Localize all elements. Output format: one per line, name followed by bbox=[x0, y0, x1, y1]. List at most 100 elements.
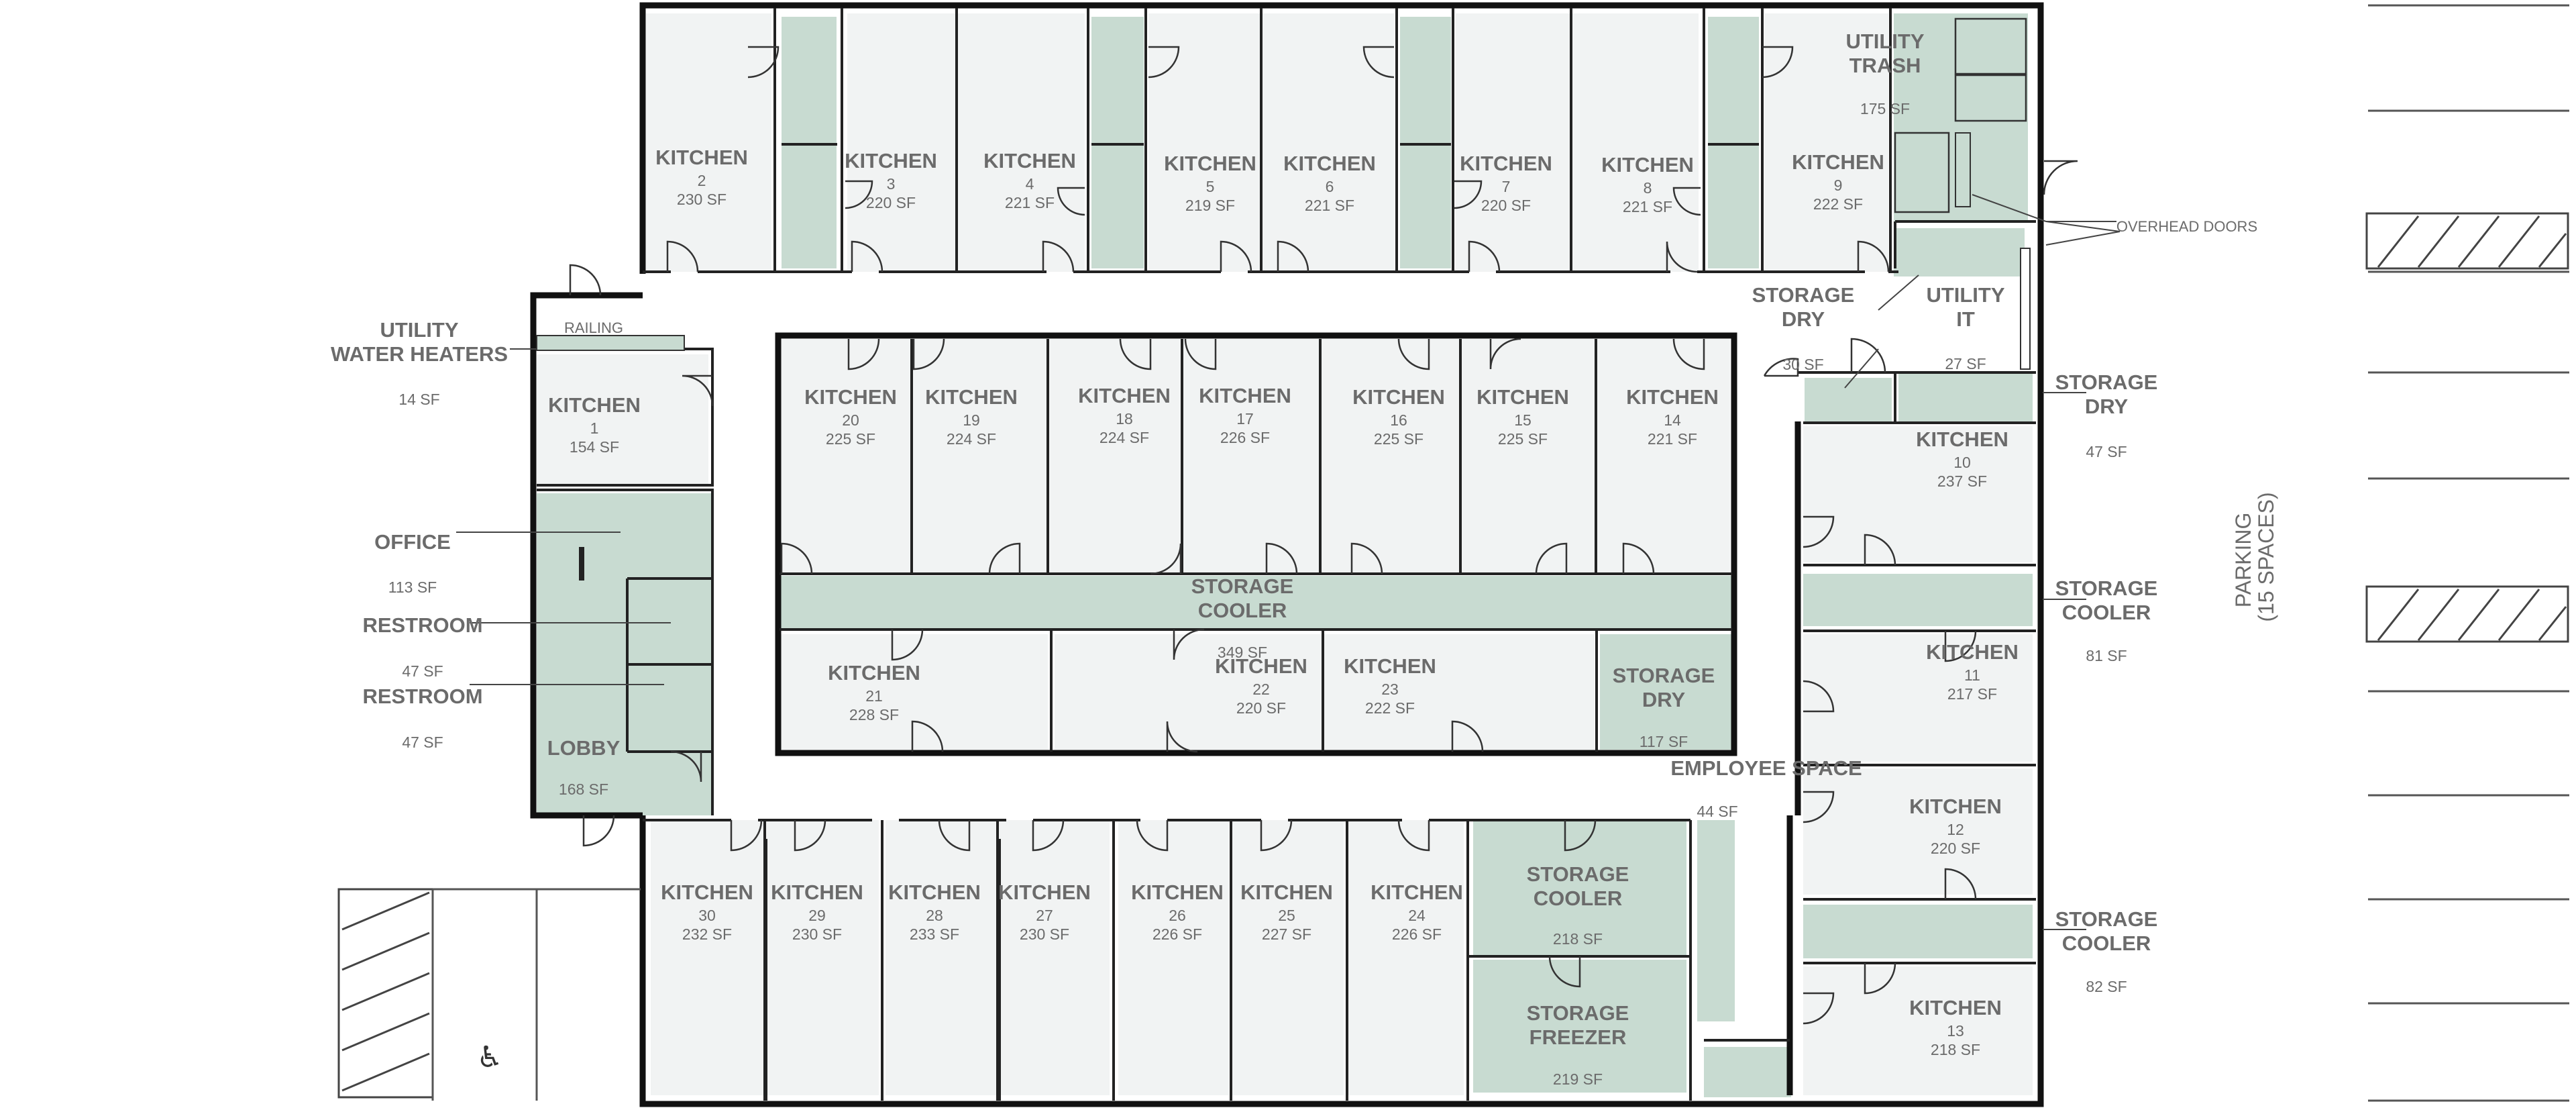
room-name-k3: KITCHEN bbox=[845, 149, 937, 172]
room-area-k28: 233 SF bbox=[910, 925, 959, 943]
room-area-k6: 221 SF bbox=[1305, 197, 1354, 214]
room-area-k9: 222 SF bbox=[1813, 195, 1863, 213]
label-storage-dry-center-l1: STORAGE bbox=[1613, 664, 1715, 687]
room-area-k29: 230 SF bbox=[792, 925, 842, 943]
room-area-k24: 226 SF bbox=[1392, 925, 1442, 943]
room-area-k22: 220 SF bbox=[1236, 699, 1286, 717]
room-area-k23: 222 SF bbox=[1365, 699, 1415, 717]
room-name-k25: KITCHEN bbox=[1240, 880, 1333, 904]
room-area-k25: 227 SF bbox=[1262, 925, 1311, 943]
room-number-k21: 21 bbox=[865, 687, 883, 705]
room-area-k16: 225 SF bbox=[1374, 430, 1424, 448]
label-utility-wh-l1: UTILITY bbox=[380, 318, 458, 342]
room-name-k5: KITCHEN bbox=[1164, 152, 1256, 175]
room-area-k21: 228 SF bbox=[849, 706, 899, 723]
label-storage-cooler-e2-area: 82 SF bbox=[2086, 978, 2127, 995]
room-number-k15: 15 bbox=[1514, 411, 1532, 429]
label-storage-cooler-e1-l1: STORAGE bbox=[2055, 576, 2158, 600]
room-area-k18: 224 SF bbox=[1099, 429, 1149, 446]
room-number-k20: 20 bbox=[842, 411, 859, 429]
room-area-k13: 218 SF bbox=[1931, 1041, 1980, 1058]
room-number-k18: 18 bbox=[1116, 410, 1133, 427]
room-name-k8: KITCHEN bbox=[1601, 153, 1694, 177]
room-area-k3: 220 SF bbox=[866, 194, 916, 211]
parking-label-line2: (15 SPACES) bbox=[2254, 492, 2278, 621]
room-name-k28: KITCHEN bbox=[888, 880, 981, 904]
room-name-k2: KITCHEN bbox=[655, 146, 748, 169]
room-number-k25: 25 bbox=[1278, 907, 1295, 924]
room-area-k4: 221 SF bbox=[1005, 194, 1055, 211]
room-number-k4: 4 bbox=[1026, 175, 1034, 193]
room-area-k17: 226 SF bbox=[1220, 429, 1270, 446]
room-number-k9: 9 bbox=[1834, 177, 1843, 194]
room-area-k20: 225 SF bbox=[826, 430, 875, 448]
room-number-k27: 27 bbox=[1036, 907, 1053, 924]
room-name-k20: KITCHEN bbox=[804, 385, 897, 409]
parking-label: PARKING (15 SPACES) bbox=[2231, 492, 2278, 621]
room-name-k27: KITCHEN bbox=[998, 880, 1091, 904]
label-utility-trash-l1: UTILITY bbox=[1845, 30, 1924, 53]
doors bbox=[569, 46, 2078, 1025]
label-railing: RAILING bbox=[564, 319, 623, 336]
room-area-k10: 237 SF bbox=[1937, 472, 1987, 490]
room-fills bbox=[537, 13, 2033, 1097]
room-name-k30: KITCHEN bbox=[661, 880, 753, 904]
room-name-k29: KITCHEN bbox=[771, 880, 863, 904]
room-number-k24: 24 bbox=[1408, 907, 1426, 924]
interior-walls bbox=[537, 8, 2036, 1101]
room-name-k1: KITCHEN bbox=[548, 393, 641, 417]
room-area-k5: 219 SF bbox=[1185, 197, 1235, 214]
room-name-k18: KITCHEN bbox=[1078, 384, 1171, 407]
label-employee-space-area: 44 SF bbox=[1697, 803, 1737, 820]
label-storage-dry-e-l2: DRY bbox=[2085, 395, 2129, 418]
room-name-k17: KITCHEN bbox=[1199, 384, 1291, 407]
room-number-k16: 16 bbox=[1390, 411, 1407, 429]
label-office: OFFICE bbox=[374, 530, 451, 554]
room-name-k13: KITCHEN bbox=[1909, 996, 2002, 1019]
room-area-k30: 232 SF bbox=[682, 925, 732, 943]
room-number-k26: 26 bbox=[1169, 907, 1186, 924]
room-area-k15: 225 SF bbox=[1498, 430, 1548, 448]
label-storage-freezer-l1: STORAGE bbox=[1527, 1001, 1629, 1025]
room-number-k28: 28 bbox=[926, 907, 943, 924]
room-name-k22: KITCHEN bbox=[1215, 654, 1307, 678]
label-storage-freezer-area: 219 SF bbox=[1553, 1070, 1603, 1088]
room-number-k7: 7 bbox=[1502, 178, 1511, 195]
room-name-k14: KITCHEN bbox=[1626, 385, 1719, 409]
label-storage-cooler-e2-l2: COOLER bbox=[2062, 931, 2151, 955]
room-name-k6: KITCHEN bbox=[1283, 152, 1376, 175]
label-storage-freezer-l2: FREEZER bbox=[1529, 1025, 1627, 1049]
room-number-k12: 12 bbox=[1947, 821, 1964, 838]
room-area-k19: 224 SF bbox=[947, 430, 996, 448]
room-number-k29: 29 bbox=[808, 907, 826, 924]
room-name-k10: KITCHEN bbox=[1916, 427, 2008, 451]
room-number-k17: 17 bbox=[1236, 410, 1254, 427]
label-restroom-2-area: 47 SF bbox=[402, 734, 443, 751]
label-lobby: LOBBY bbox=[547, 736, 621, 760]
room-area-k11: 217 SF bbox=[1947, 685, 1997, 703]
room-name-k15: KITCHEN bbox=[1477, 385, 1569, 409]
room-number-k23: 23 bbox=[1381, 681, 1399, 698]
label-storage-cooler-south-l2: COOLER bbox=[1534, 887, 1623, 910]
label-lobby-area: 168 SF bbox=[559, 780, 608, 798]
equipment bbox=[536, 17, 2031, 1101]
label-storage-dry-e-l1: STORAGE bbox=[2055, 370, 2158, 394]
room-number-k5: 5 bbox=[1206, 178, 1215, 195]
exterior-walls bbox=[530, 2, 2044, 1107]
label-storage-dry-n-l2: DRY bbox=[1782, 307, 1825, 331]
parking-label-line1: PARKING bbox=[2231, 513, 2255, 608]
room-number-k3: 3 bbox=[887, 175, 896, 193]
label-restroom-1: RESTROOM bbox=[362, 613, 482, 637]
label-utility-wh-area: 14 SF bbox=[398, 391, 439, 408]
label-storage-cooler-center-l1: STORAGE bbox=[1191, 574, 1294, 598]
room-area-k14: 221 SF bbox=[1648, 430, 1697, 448]
room-name-k23: KITCHEN bbox=[1344, 654, 1436, 678]
label-utility-trash-area: 175 SF bbox=[1860, 100, 1910, 117]
room-name-k12: KITCHEN bbox=[1909, 795, 2002, 818]
room-number-k22: 22 bbox=[1252, 681, 1270, 698]
room-area-k12: 220 SF bbox=[1931, 840, 1980, 857]
room-name-k16: KITCHEN bbox=[1352, 385, 1445, 409]
label-storage-dry-e-area: 47 SF bbox=[2086, 443, 2127, 460]
